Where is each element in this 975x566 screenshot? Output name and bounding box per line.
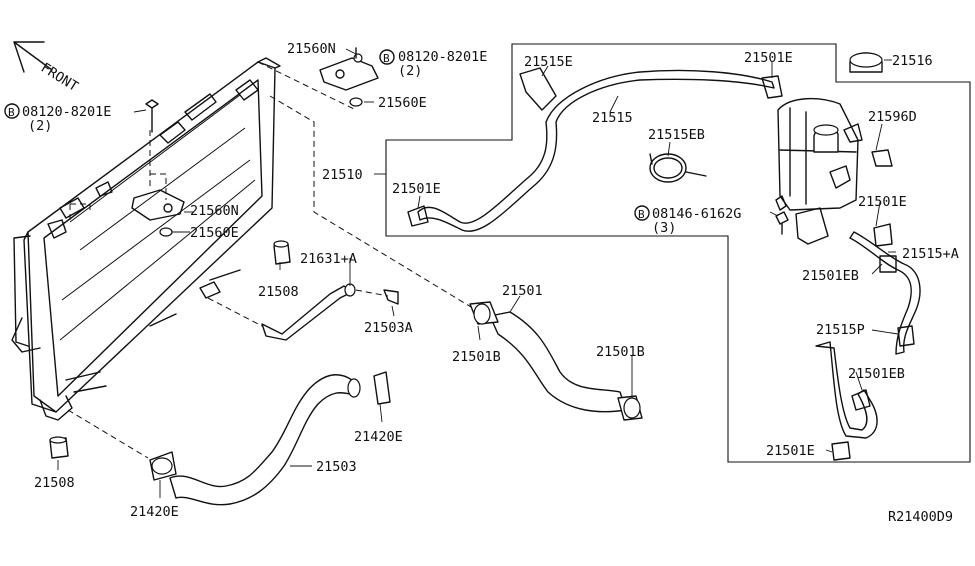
callout-21420e-right: 21420E [354, 429, 403, 445]
bolt-circle-left [4, 103, 20, 119]
callout-21515a: 21515+A [902, 246, 959, 262]
callout-21516: 21516 [892, 53, 933, 69]
bolt-symbol-left: B [8, 106, 15, 119]
hose-21515 [407, 67, 783, 232]
callout-08146: 08146-6162G [652, 206, 741, 222]
callout-21501e-top: 21501E [744, 50, 793, 66]
bolt-circle-right [634, 205, 650, 221]
bolt-circle-top [379, 49, 395, 65]
callout-08120-top: 08120-8201E [398, 49, 487, 65]
callout-08120-left-qty: (2) [28, 118, 52, 134]
callout-21501eb-upper: 21501EB [802, 268, 859, 284]
callout-21596d: 21596D [868, 109, 917, 125]
callout-21508-upper: 21508 [258, 284, 299, 300]
callout-21501e-bottom: 21501E [766, 443, 815, 459]
reservoir-box [374, 43, 971, 463]
callout-08146-qty: (3) [652, 220, 676, 236]
dashed-leaders [67, 61, 477, 459]
callout-21515: 21515 [592, 110, 633, 126]
bolt-symbol-top: B [383, 52, 390, 65]
callout-21501e-right: 21501E [858, 194, 907, 210]
bolt-left [145, 99, 159, 133]
bolt-symbol-right: B [638, 208, 645, 221]
callout-21420e-left: 21420E [130, 504, 179, 520]
callout-21515p: 21515P [816, 322, 865, 338]
callout-21501eb-lower: 21501EB [848, 366, 905, 382]
callout-21515eb: 21515EB [648, 127, 705, 143]
callout-21501b-right: 21501B [596, 344, 645, 360]
hose-21501 [469, 301, 643, 421]
callout-21510: 21510 [322, 167, 363, 183]
callout-21501: 21501 [502, 283, 543, 299]
front-arrow-icon [13, 41, 53, 73]
callout-21560e-mid: 21560E [190, 225, 239, 241]
hose-21503 [149, 371, 391, 506]
clamp-21515eb [649, 153, 707, 183]
callout-21631a: 21631+A [300, 251, 357, 267]
callout-08120-top-qty: (2) [398, 63, 422, 79]
hose-21631a [261, 283, 399, 341]
bolt-symbols [4, 49, 789, 235]
callout-21501b-left: 21501B [452, 349, 501, 365]
rubber-mount-lower [49, 436, 69, 459]
mount-bracket-top [319, 47, 379, 107]
callout-08120-left: 08120-8201E [22, 104, 111, 120]
callout-21503a: 21503A [364, 320, 413, 336]
callout-21508-lower: 21508 [34, 475, 75, 491]
callout-21560e-top: 21560E [378, 95, 427, 111]
callout-21501e-left: 21501E [392, 181, 441, 197]
callout-21503: 21503 [316, 459, 357, 475]
callout-21560n-top: 21560N [287, 41, 336, 57]
hose-21515a [815, 223, 921, 461]
callout-21560n-mid: 21560N [190, 203, 239, 219]
front-label: FRONT [38, 60, 81, 95]
leader-lines [57, 48, 899, 498]
rubber-mount-upper [273, 240, 291, 265]
callout-21515e: 21515E [524, 54, 573, 70]
reservoir-tank [775, 97, 893, 245]
radiator-cap [849, 52, 883, 73]
reference-code: R21400D9 [888, 509, 953, 525]
